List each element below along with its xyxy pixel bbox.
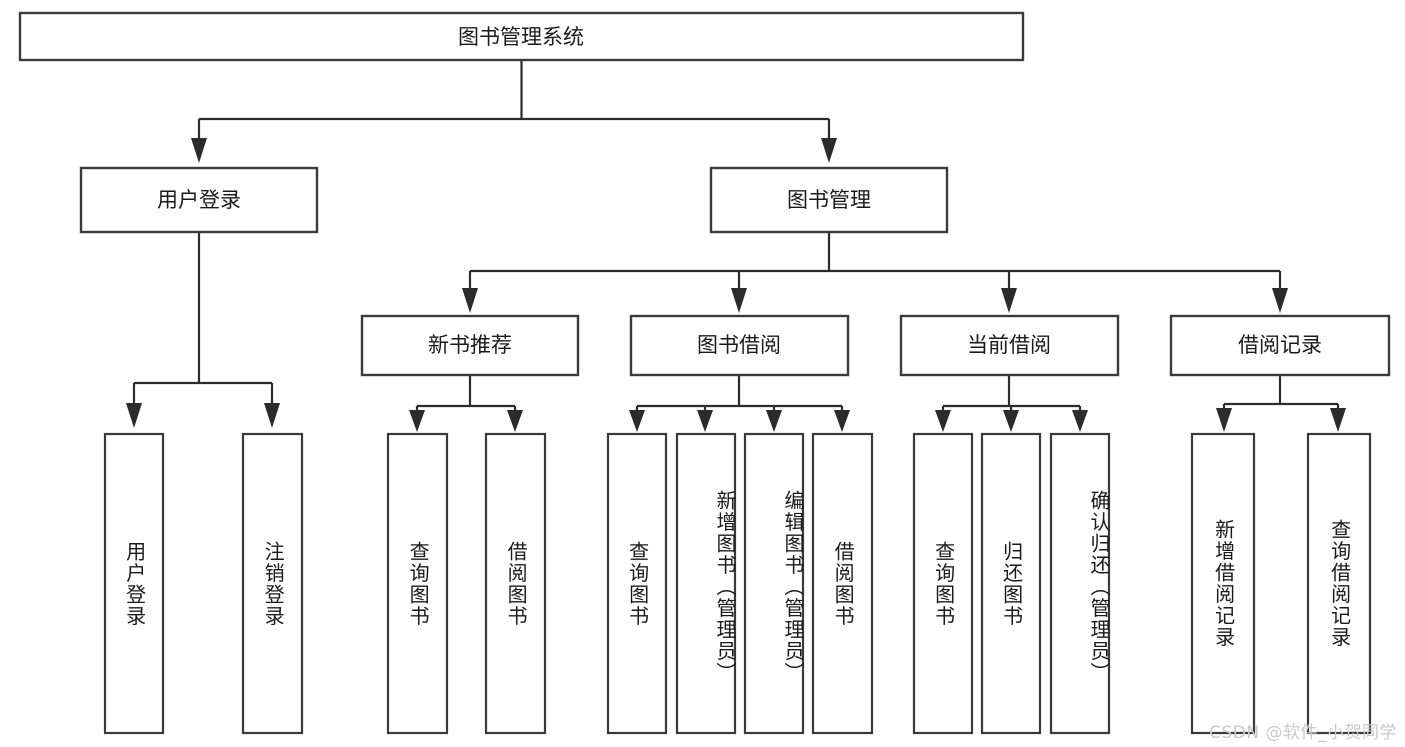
arrow-nbr-leaf-2: [507, 410, 523, 432]
arrow-root-to-user-login: [191, 138, 207, 163]
node-borrow-record-label: 借阅记录: [1238, 333, 1322, 357]
arrow-bb-leaf-3: [766, 410, 782, 432]
connector-group-root: [191, 60, 837, 163]
arrow-bm-to-current-borrow: [1001, 288, 1017, 313]
arrow-bb-leaf-1: [629, 410, 645, 432]
arrow-nbr-leaf-1: [409, 410, 425, 432]
arrow-bb-leaf-2: [697, 410, 713, 432]
node-book-borrow-box[interactable]: [629, 314, 850, 377]
leaf-box-query-book-1[interactable]: [386, 432, 449, 735]
arrow-cb-leaf-1: [935, 410, 951, 432]
arrow-br-leaf-1: [1216, 408, 1232, 432]
node-book-management-box[interactable]: [709, 166, 949, 234]
leaf-box-query-book-2[interactable]: [606, 432, 668, 735]
leaf-box-add-record[interactable]: [1190, 432, 1256, 735]
node-user-login[interactable]: 用户登录: [79, 166, 319, 234]
leaf-box-confirm-return[interactable]: [1049, 432, 1111, 735]
connector-group-new-book-recommend: [409, 375, 523, 432]
node-new-book-recommend-label: 新书推荐: [428, 333, 512, 357]
connector-group-book-borrow: [629, 375, 850, 432]
leaf-box-add-book[interactable]: [675, 432, 737, 735]
node-current-borrow-box[interactable]: [899, 314, 1120, 377]
leaf-box-query-record[interactable]: [1306, 432, 1372, 735]
arrow-br-leaf-2: [1330, 408, 1346, 432]
arrow-user-login-leaf-2: [264, 403, 280, 428]
arrow-bm-to-new-book: [462, 288, 478, 313]
leaf-box-query-book-3[interactable]: [912, 432, 974, 735]
node-user-login-label: 用户登录: [157, 188, 241, 212]
leaf-box-edit-book[interactable]: [743, 432, 805, 735]
arrow-user-login-leaf-1: [126, 403, 142, 428]
node-borrow-record-box[interactable]: [1169, 314, 1391, 377]
node-user-login-box[interactable]: [79, 166, 319, 234]
arrow-cb-leaf-3: [1072, 410, 1088, 432]
node-current-borrow-label: 当前借阅: [967, 333, 1051, 357]
node-book-borrow-label: 图书借阅: [697, 333, 781, 357]
node-current-borrow[interactable]: 当前借阅: [899, 314, 1120, 377]
connector-group-current-borrow: [935, 375, 1088, 432]
watermark-text: CSDN @软件_小贺同学: [1209, 723, 1397, 743]
leaf-box-user-logout[interactable]: [241, 432, 304, 735]
leaf-box-borrow-book-1[interactable]: [484, 432, 547, 735]
arrow-cb-leaf-2: [1003, 410, 1019, 432]
leaf-box-return-book[interactable]: [980, 432, 1042, 735]
node-root[interactable]: 图书管理系统: [18, 11, 1025, 62]
arrow-bb-leaf-4: [834, 410, 850, 432]
arrow-bm-to-borrow-record: [1272, 288, 1288, 313]
node-borrow-record[interactable]: 借阅记录: [1169, 314, 1391, 377]
node-root-label: 图书管理系统: [458, 25, 584, 49]
arrow-bm-to-book-borrow: [731, 288, 747, 313]
leaf-box-borrow-book-2[interactable]: [811, 432, 874, 735]
node-book-borrow[interactable]: 图书借阅: [629, 314, 850, 377]
node-root-box[interactable]: [18, 11, 1025, 62]
connector-group-book-management: [462, 232, 1288, 313]
node-new-book-recommend-box[interactable]: [360, 314, 580, 377]
leaf-box-user-login[interactable]: [103, 432, 165, 735]
arrow-root-to-book-management: [821, 138, 837, 163]
node-book-management-label: 图书管理: [787, 188, 871, 212]
connector-group-user-login: [126, 232, 280, 428]
connector-group-borrow-record: [1216, 375, 1346, 432]
node-book-management[interactable]: 图书管理: [709, 166, 949, 234]
node-new-book-recommend[interactable]: 新书推荐: [360, 314, 580, 377]
